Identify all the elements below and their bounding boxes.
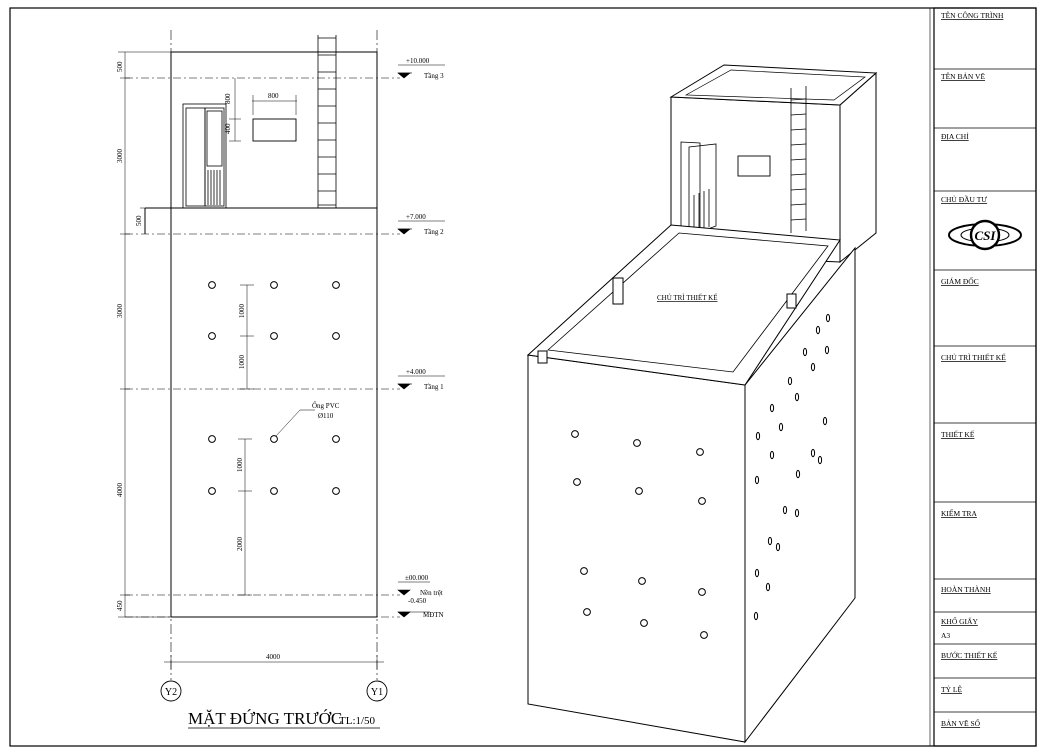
iso-side-holes [753, 313, 831, 621]
tb-label-sheet-no: BẢN VẼ SỐ [941, 718, 981, 728]
csi-logo-text: CSI [975, 228, 997, 243]
window [252, 118, 297, 142]
tb-label-project: TÊN CÔNG TRÌNH [941, 10, 1004, 20]
window-width-dim: 800 [268, 92, 279, 100]
dim-chain-6: 450 [116, 600, 124, 611]
iso-ladder [790, 86, 807, 233]
level-name-4: MĐTN [423, 611, 444, 619]
level-markers [397, 64, 445, 618]
tb-label-drawing-name: TÊN BẢN VẼ [941, 71, 985, 81]
tb-label-designer: THIẾT KẾ [941, 429, 975, 439]
dim-chain-4: 3000 [116, 304, 124, 319]
bottom-dimension [164, 655, 384, 669]
level-name-3: Nền trệt [420, 589, 443, 597]
drawing-title: MẶT ĐỨNG TRƯỚC [188, 709, 342, 728]
csi-logo: CSI [948, 219, 1022, 251]
iso-roof-post-2 [786, 293, 797, 309]
window-height-dim: 400 [224, 123, 232, 134]
tb-label-director: GIÁM ĐỐC [941, 276, 979, 286]
level-lines [125, 77, 400, 618]
iso-roof-post [612, 277, 624, 305]
axis-label-y1: Y1 [371, 687, 383, 698]
hole-dim-upper-2: 1000 [238, 355, 246, 370]
level-elev-4: -0.450 [408, 597, 427, 605]
axis-bubble-y2 [160, 680, 182, 702]
axis-bubble-y1 [366, 680, 388, 702]
total-width-dim: 4000 [266, 653, 281, 661]
hole-dim-lower-2: 2000 [236, 537, 244, 552]
door [182, 103, 227, 209]
hole-dimensions [238, 284, 254, 596]
window-top-dim: 800 [224, 93, 232, 104]
tb-label-paper-size: KHỔ GIẤY [941, 616, 978, 626]
pvc-pipe-holes [208, 281, 340, 495]
hole-dim-lower-1: 1000 [236, 458, 244, 473]
elevation-outline [144, 51, 378, 618]
left-dimension-chain [118, 51, 171, 618]
title-block-dividers [934, 68, 1036, 713]
drawing-scale: TL:1/50 [339, 715, 376, 727]
iso-room-parapet [684, 69, 866, 101]
axis-label-y2: Y2 [165, 687, 177, 698]
window-dimensions [229, 78, 297, 142]
tb-label-checker: KIỂM TRA [941, 508, 977, 518]
dim-chain-1: 500 [116, 61, 124, 72]
dim-chain-2: 3000 [116, 149, 124, 164]
level-name-1: Tầng 2 [424, 228, 444, 236]
level-elev-0: +10.000 [406, 57, 430, 65]
iso-window [737, 155, 771, 177]
level-elev-3: ±00.000 [405, 574, 429, 582]
iso-roof-parapet [547, 232, 829, 373]
iso-room-side [839, 71, 877, 264]
ladder [317, 35, 337, 208]
dim-chain-3: 500 [135, 215, 143, 226]
tb-value-paper-size: A3 [941, 631, 950, 640]
level-elev-2: +4.000 [406, 368, 426, 376]
isometric-view: CHỦ TRÌ THIẾT KẾ [526, 64, 878, 744]
iso-roof-label: CHỦ TRÌ THIẾT KẾ [657, 294, 717, 302]
iso-block-front [527, 354, 746, 743]
tb-label-completed: HOÀN THÀNH [941, 584, 991, 594]
title-block: TÊN CÔNG TRÌNH TÊN BẢN VẼ ĐỊA CHỈ CHỦ ĐẦ… [929, 7, 1037, 747]
front-elevation: 800 800 400 1000 1000 1000 2000 Ống PVC [116, 30, 445, 729]
tb-label-scale: TỶ LỆ [941, 684, 962, 694]
tb-label-chief-designer: CHỦ TRÌ THIẾT KẾ [941, 352, 1006, 362]
iso-front-holes [571, 430, 708, 639]
tb-label-address: ĐỊA CHỈ [941, 131, 969, 141]
pvc-note-line1: Ống PVC [312, 402, 340, 410]
level-name-2: Tầng 1 [424, 383, 444, 391]
pvc-note-line2: Ø110 [318, 412, 334, 420]
tb-label-investor: CHỦ ĐẦU TƯ [941, 194, 987, 204]
tb-label-design-stage: BƯỚC THIẾT KẾ [941, 650, 998, 660]
dim-chain-5: 4000 [116, 483, 124, 498]
level-name-0: Tầng 3 [424, 72, 444, 80]
level-elev-1: +7.000 [406, 213, 426, 221]
pvc-leader [275, 409, 301, 437]
hole-dim-upper-1: 1000 [238, 304, 246, 319]
iso-roof [526, 224, 841, 386]
iso-roof-post-3 [537, 350, 548, 364]
sheet-border [9, 7, 1037, 747]
